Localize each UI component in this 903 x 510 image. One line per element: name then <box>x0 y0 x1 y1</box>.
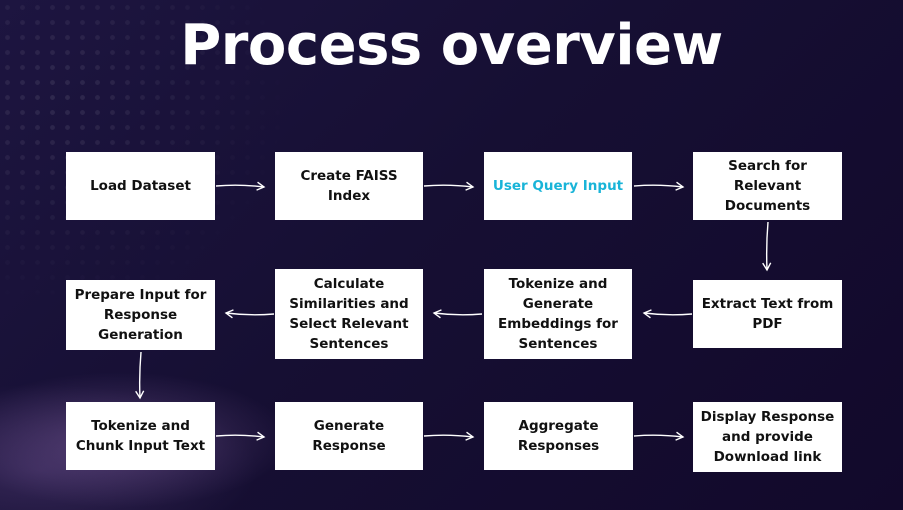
step-aggregate-responses: Aggregate Responses <box>484 402 633 470</box>
arrow-down-1 <box>762 221 772 272</box>
step-label: Load Dataset <box>90 178 191 194</box>
step-label: User Query Input <box>492 178 624 194</box>
step-load-dataset: Load Dataset <box>66 152 215 220</box>
arrow-left-2 <box>432 309 483 319</box>
step-label: Tokenize and Generate Embeddings for Sen… <box>498 276 618 352</box>
arrow-right-6 <box>633 431 685 441</box>
step-calculate-similarities: Calculate Similarities and Select Releva… <box>275 269 423 359</box>
step-label: Aggregate Responses <box>517 418 600 454</box>
step-label: Extract Text from PDF <box>701 296 834 332</box>
step-create-faiss-index: Create FAISS Index <box>275 152 423 220</box>
arrow-left-1 <box>642 309 693 319</box>
step-tokenize-chunk-input: Tokenize and Chunk Input Text <box>66 402 215 470</box>
step-label: Create FAISS Index <box>300 168 398 204</box>
step-label: Calculate Similarities and Select Releva… <box>289 276 409 352</box>
arrow-left-3 <box>224 309 275 319</box>
arrow-right-5 <box>423 431 475 441</box>
step-label: Prepare Input for Response Generation <box>74 287 207 343</box>
step-tokenize-generate-embeddings: Tokenize and Generate Embeddings for Sen… <box>484 269 632 359</box>
step-label: Display Response and provide Download li… <box>700 409 835 465</box>
arrow-down-2 <box>135 351 145 400</box>
step-label: Generate Response <box>312 418 386 454</box>
arrow-right-2 <box>423 181 475 191</box>
arrow-right-1 <box>215 181 266 191</box>
step-label: Search for Relevant Documents <box>724 158 811 214</box>
arrow-right-3 <box>633 181 685 191</box>
step-extract-text-from-pdf: Extract Text from PDF <box>693 280 842 348</box>
arrow-right-4 <box>215 431 266 441</box>
step-generate-response: Generate Response <box>275 402 423 470</box>
step-label: Tokenize and Chunk Input Text <box>75 418 206 454</box>
page-title: Process overview <box>180 13 723 78</box>
step-prepare-input: Prepare Input for Response Generation <box>66 280 215 350</box>
step-search-relevant-documents: Search for Relevant Documents <box>693 152 842 220</box>
step-display-response: Display Response and provide Download li… <box>693 402 842 472</box>
step-user-query-input: User Query Input <box>484 152 632 220</box>
